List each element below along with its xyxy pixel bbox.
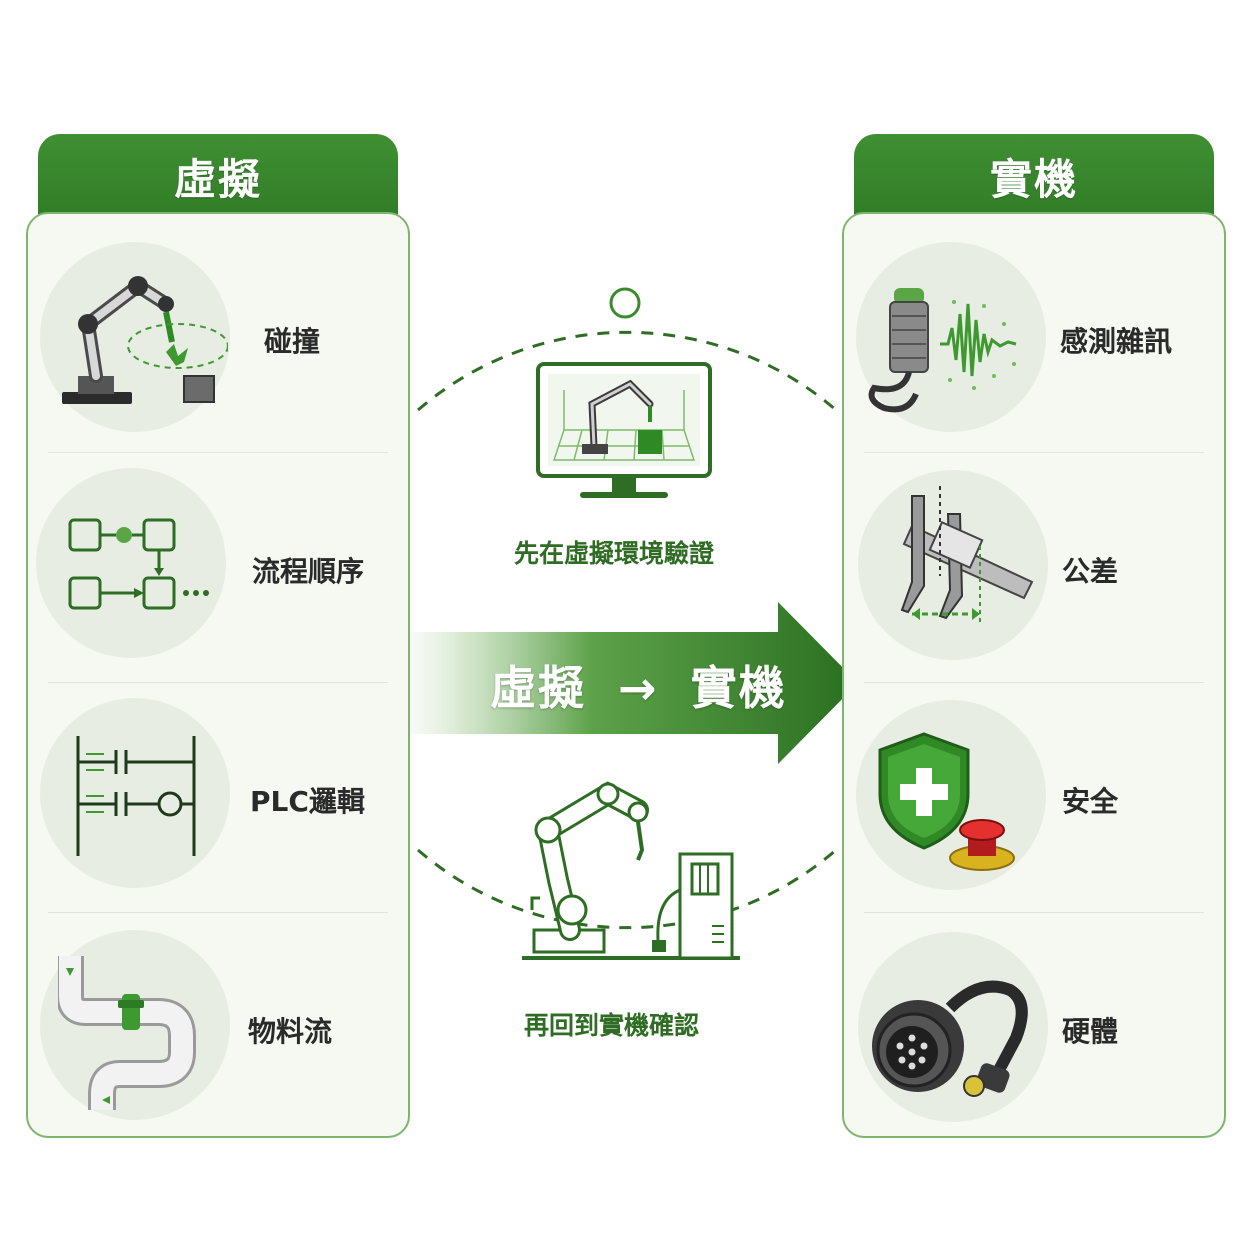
top-caption: 先在虛擬環境驗證 <box>514 539 715 568</box>
ladder-logic-icon <box>76 736 196 856</box>
transition-label: 虛擬 → 實機 <box>490 652 787 718</box>
arrow-symbol: → <box>618 661 659 715</box>
item-label: 流程順序 <box>252 555 365 588</box>
caliper-icon <box>900 486 1034 626</box>
monitor-simulation-icon <box>536 362 712 498</box>
list-item-hardware: 硬體 <box>844 924 1224 1154</box>
item-label: 公差 <box>1062 555 1119 588</box>
item-label: 碰撞 <box>264 325 321 358</box>
flowchart-icon <box>68 518 209 610</box>
item-label: PLC邏輯 <box>250 785 365 818</box>
divider <box>48 452 388 453</box>
list-item-safety: 安全 <box>844 694 1224 924</box>
divider <box>48 682 388 683</box>
arrow-to: 實機 <box>690 661 787 715</box>
arrow-from: 虛擬 <box>490 661 586 715</box>
sensor-noise-icon <box>868 288 1017 413</box>
divider <box>864 452 1204 453</box>
robot-collision-icon <box>62 276 228 404</box>
virtual-panel: 碰撞 流程順序 <box>26 212 410 1138</box>
list-item-tolerance: 公差 <box>844 464 1224 694</box>
list-item-sensor-noise: 感測雜訊 <box>844 234 1224 464</box>
list-item-flow-order: 流程順序 <box>28 464 408 694</box>
pipe-flow-icon <box>58 956 196 1110</box>
item-label: 硬體 <box>1062 1015 1119 1048</box>
list-item-material-flow: 物料流 <box>28 924 408 1154</box>
safety-shield-icon <box>878 732 1015 871</box>
item-label: 物料流 <box>248 1015 333 1048</box>
divider <box>864 912 1204 913</box>
bottom-caption: 再回到實機確認 <box>524 1011 700 1040</box>
divider <box>48 912 388 913</box>
item-label: 感測雜訊 <box>1060 325 1173 358</box>
connector-cable-icon <box>872 980 1028 1097</box>
item-label: 安全 <box>1062 785 1119 818</box>
real-machine-panel: 感測雜訊 公差 <box>842 212 1226 1138</box>
real-robot-icon <box>522 781 740 960</box>
transition-arrow <box>372 602 858 764</box>
divider <box>864 682 1204 683</box>
list-item-plc-logic: PLC邏輯 <box>28 694 408 924</box>
list-item-collision: 碰撞 <box>28 234 408 464</box>
